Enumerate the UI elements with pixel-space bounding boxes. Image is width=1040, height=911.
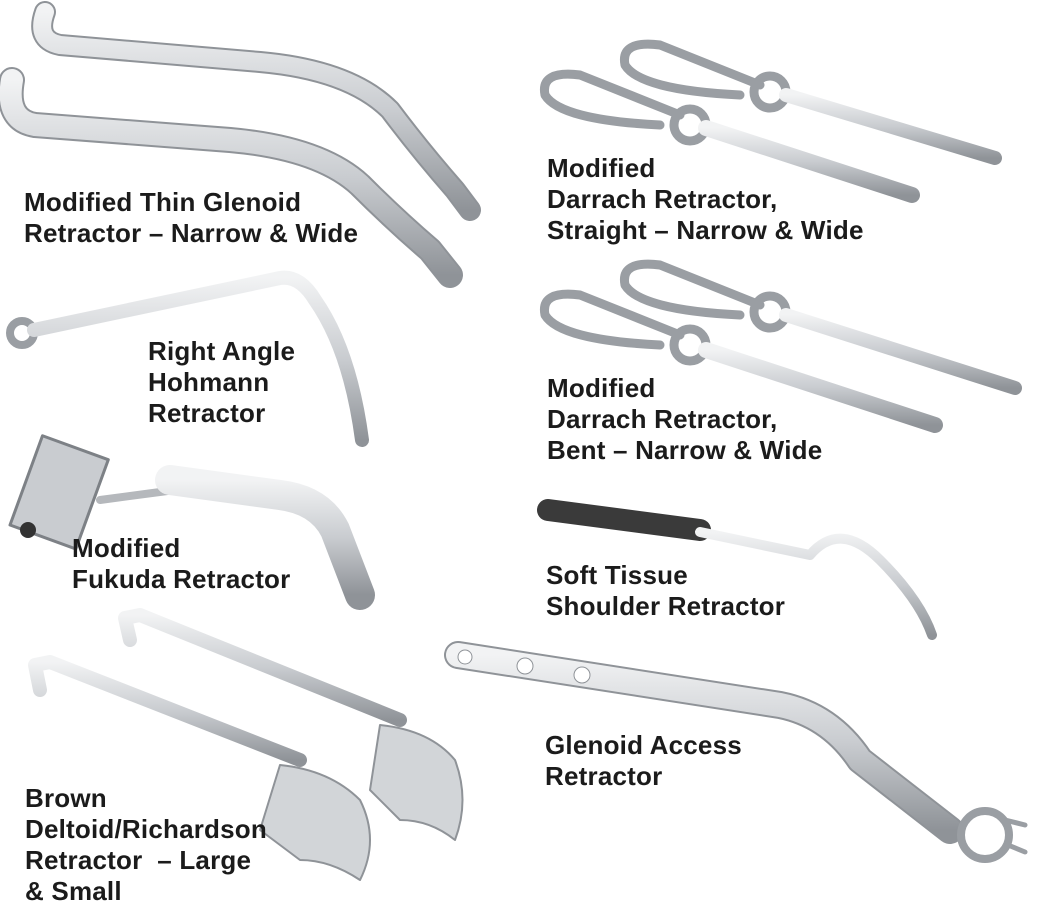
label-line: Hohmann	[148, 367, 270, 397]
label-line: Brown	[25, 783, 107, 813]
label-line: Darrach Retractor,	[547, 184, 778, 214]
brown-deltoid-retractor-image	[28, 608, 464, 881]
label-line: Deltoid/Richardson	[25, 814, 267, 844]
soft-tissue-retractor-image	[537, 499, 937, 640]
label-line: Right Angle	[148, 336, 296, 366]
darrach-straight-image	[539, 39, 1002, 203]
thin-glenoid-retractor-image	[0, 1, 481, 288]
label-line: & Small	[25, 876, 122, 906]
label-line: Retractor	[545, 761, 663, 791]
darrach-bent-image	[539, 259, 1022, 433]
label-line: Bent – Narrow & Wide	[547, 435, 823, 465]
hohmann-retractor-image	[6, 270, 369, 447]
label-line: Darrach Retractor,	[547, 404, 778, 434]
label-line: Retractor – Narrow & Wide	[24, 218, 359, 248]
label-line: Modified	[547, 153, 656, 183]
label-line: Retractor – Large	[25, 845, 252, 875]
label-line: Soft Tissue	[546, 560, 688, 590]
label-line: Modified Thin Glenoid	[24, 187, 302, 217]
label-line: Glenoid Access	[545, 730, 742, 760]
fukuda-retractor-image	[8, 434, 375, 610]
label-line: Fukuda Retractor	[72, 564, 291, 594]
label-line: Straight – Narrow & Wide	[547, 215, 864, 245]
label-line: Modified	[547, 373, 656, 403]
glenoid-access-retractor-image	[444, 641, 1028, 863]
label-line: Shoulder Retractor	[546, 591, 786, 621]
label-line: Retractor	[148, 398, 266, 428]
label-line: Modified	[72, 533, 181, 563]
